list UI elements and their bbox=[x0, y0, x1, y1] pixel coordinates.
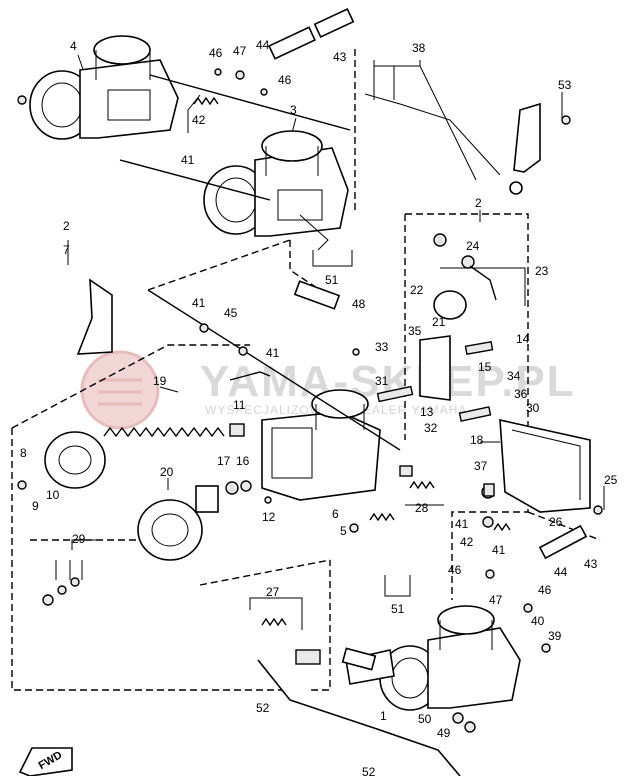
callout-23: 23 bbox=[535, 264, 549, 278]
callout-46: 46 bbox=[448, 563, 462, 577]
callout-33: 33 bbox=[375, 340, 389, 354]
callout-11: 11 bbox=[233, 398, 246, 412]
bracket-parts bbox=[18, 93, 541, 776]
callout-47: 47 bbox=[489, 593, 503, 607]
callout-28: 28 bbox=[415, 501, 429, 515]
callout-39: 39 bbox=[548, 629, 562, 643]
callout-3: 3 bbox=[290, 103, 297, 117]
callout-20: 20 bbox=[160, 465, 174, 479]
callout-9: 9 bbox=[32, 499, 39, 513]
callout-numbers: 4 46 47 44 46 43 38 53 3 42 41 2 2 7 24 … bbox=[20, 38, 618, 776]
callout-32: 32 bbox=[424, 421, 438, 435]
callout-27: 27 bbox=[266, 585, 280, 599]
callout-43: 43 bbox=[584, 557, 598, 571]
callout-53: 53 bbox=[558, 78, 572, 92]
callout-37: 37 bbox=[474, 459, 488, 473]
callout-41: 41 bbox=[266, 346, 280, 360]
callout-48: 48 bbox=[352, 297, 366, 311]
callout-15: 15 bbox=[478, 360, 492, 374]
callout-51: 51 bbox=[325, 273, 339, 287]
fasteners bbox=[17, 68, 603, 733]
group-boundaries bbox=[11, 48, 601, 691]
callout-42: 42 bbox=[192, 113, 206, 127]
top-cover-and-piston bbox=[44, 431, 219, 561]
callout-44: 44 bbox=[256, 38, 270, 52]
callout-35: 35 bbox=[408, 324, 422, 338]
callout-26: 26 bbox=[549, 515, 563, 529]
callout-41: 41 bbox=[455, 517, 469, 531]
callout-45: 45 bbox=[224, 306, 238, 320]
callout-31: 31 bbox=[375, 374, 389, 388]
leader-lines bbox=[55, 54, 605, 630]
callout-52: 52 bbox=[256, 701, 270, 715]
callout-52: 52 bbox=[362, 765, 376, 776]
callout-19: 19 bbox=[153, 374, 167, 388]
carburetor-body-4 bbox=[17, 35, 179, 140]
callout-21: 21 bbox=[432, 315, 446, 329]
callout-41: 41 bbox=[181, 153, 195, 167]
callout-10: 10 bbox=[46, 488, 60, 502]
callout-40: 40 bbox=[531, 614, 545, 628]
callout-38: 38 bbox=[412, 41, 426, 55]
callout-13: 13 bbox=[420, 405, 434, 419]
callout-46: 46 bbox=[278, 73, 292, 87]
carburetor-body-1 bbox=[345, 605, 521, 711]
callout-12: 12 bbox=[262, 510, 276, 524]
callout-50: 50 bbox=[418, 712, 432, 726]
callout-41: 41 bbox=[192, 296, 206, 310]
callout-1: 1 bbox=[380, 709, 387, 723]
callout-24: 24 bbox=[466, 239, 480, 253]
callout-46: 46 bbox=[209, 46, 223, 60]
callout-18: 18 bbox=[470, 433, 484, 447]
callout-44: 44 bbox=[554, 565, 568, 579]
float-bowl-18 bbox=[499, 418, 591, 513]
callout-36: 36 bbox=[514, 387, 528, 401]
callout-7: 7 bbox=[63, 243, 70, 257]
callout-14: 14 bbox=[516, 332, 530, 346]
callout-41: 41 bbox=[492, 543, 506, 557]
callout-43: 43 bbox=[333, 50, 347, 64]
callout-30: 30 bbox=[526, 401, 540, 415]
callout-46: 46 bbox=[538, 583, 552, 597]
callout-51: 51 bbox=[391, 602, 405, 616]
choke-linkage-23 bbox=[433, 233, 497, 320]
callout-2: 2 bbox=[475, 196, 482, 210]
linkage-rods bbox=[119, 7, 588, 671]
callout-49: 49 bbox=[437, 726, 451, 740]
callout-47: 47 bbox=[233, 44, 247, 58]
springs bbox=[103, 96, 511, 627]
callout-4: 4 bbox=[70, 39, 77, 53]
callout-17: 17 bbox=[217, 454, 231, 468]
callout-16: 16 bbox=[236, 454, 250, 468]
callout-29: 29 bbox=[72, 532, 86, 546]
callout-2: 2 bbox=[63, 219, 70, 233]
callout-25: 25 bbox=[604, 473, 618, 487]
callout-22: 22 bbox=[410, 283, 424, 297]
callout-5: 5 bbox=[340, 524, 347, 538]
callout-8: 8 bbox=[20, 446, 27, 460]
callout-6: 6 bbox=[332, 507, 339, 521]
carburetor-body-3 bbox=[203, 130, 349, 251]
carburetor-body-center bbox=[261, 389, 381, 501]
callout-42: 42 bbox=[460, 535, 474, 549]
callout-34: 34 bbox=[507, 369, 521, 383]
